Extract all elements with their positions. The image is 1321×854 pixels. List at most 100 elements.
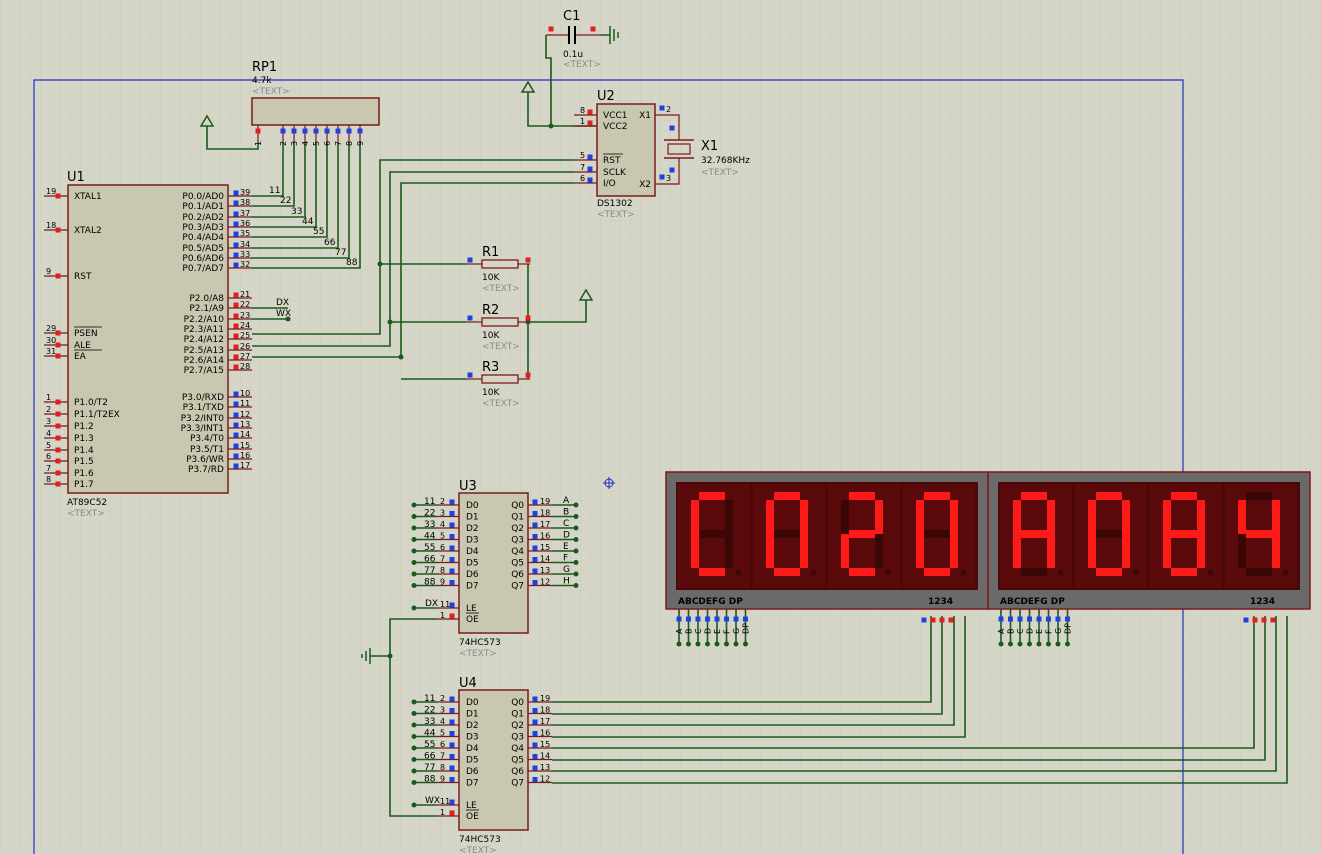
u2-ref: U2 bbox=[597, 89, 615, 104]
pin-name: D6 bbox=[466, 570, 479, 580]
c1-capacitor[interactable]: C10.1u<TEXT> bbox=[546, 9, 619, 70]
u2-ds1302[interactable]: U2DS1302<TEXT>8VCC11VCC25RST7SCLK6I/O2X1… bbox=[574, 89, 676, 220]
pin-terminal bbox=[733, 616, 739, 622]
u1-pin-name: P0.6/AD6 bbox=[182, 254, 224, 264]
decimal-point bbox=[811, 570, 816, 575]
net-label: A bbox=[563, 496, 570, 506]
net-label: 66 bbox=[424, 752, 436, 762]
pin-name: LE bbox=[466, 604, 477, 614]
pin-terminal bbox=[525, 372, 531, 378]
pin-terminal bbox=[55, 411, 61, 417]
pin-terminal bbox=[532, 708, 538, 713]
net-label: 44 bbox=[302, 217, 314, 227]
u2-pin-num: 3 bbox=[666, 174, 671, 183]
wire bbox=[252, 142, 328, 238]
junction-dot bbox=[724, 641, 729, 647]
sheet-border bbox=[33, 79, 1184, 854]
pin-terminal bbox=[233, 401, 239, 407]
u2-pin-name: X2 bbox=[639, 180, 651, 190]
net-label: 77 bbox=[424, 763, 435, 773]
segment bbox=[1021, 492, 1047, 500]
u1-body[interactable] bbox=[67, 184, 229, 494]
segment bbox=[774, 492, 800, 500]
rp1-pin-num: 8 bbox=[345, 141, 354, 146]
u2-body[interactable] bbox=[596, 103, 656, 197]
u1-pin-num: 17 bbox=[240, 461, 250, 470]
net-label: WX bbox=[425, 796, 440, 806]
pin-terminal bbox=[233, 313, 239, 319]
net-label: 11 bbox=[424, 497, 435, 507]
junction-dot bbox=[686, 641, 691, 647]
pin-name: Q6 bbox=[511, 767, 524, 777]
pin-terminal bbox=[532, 777, 538, 782]
junction-dot bbox=[1065, 641, 1070, 647]
rp1-text: <TEXT> bbox=[252, 87, 290, 97]
segment bbox=[849, 492, 875, 500]
x1-ref: X1 bbox=[701, 139, 718, 154]
pin-terminal bbox=[1027, 616, 1032, 622]
junction-dot bbox=[411, 514, 417, 519]
u1-pin-name: P3.4/T0 bbox=[190, 434, 224, 444]
rp1-body[interactable] bbox=[251, 97, 380, 126]
u1-pin-num: 8 bbox=[46, 475, 51, 484]
segment bbox=[1122, 500, 1130, 534]
pin-name: D7 bbox=[466, 582, 479, 592]
pin-terminal bbox=[548, 26, 554, 32]
u4-body[interactable] bbox=[458, 689, 529, 831]
segment bbox=[1047, 534, 1055, 568]
pin-terminal bbox=[467, 257, 473, 263]
x1-body[interactable] bbox=[667, 143, 691, 155]
junction-dot bbox=[1008, 641, 1013, 647]
segment bbox=[1238, 500, 1246, 534]
segment bbox=[875, 534, 883, 568]
u1-pin-name: RST bbox=[74, 272, 92, 282]
net-label: H bbox=[563, 577, 570, 587]
net-label: 22 bbox=[424, 706, 435, 716]
u1-at89c52[interactable]: U1AT89C52<TEXT>19XTAL118XTAL29RST29PSEN3… bbox=[44, 170, 252, 519]
pin-num: 16 bbox=[540, 532, 550, 541]
x1-lead bbox=[676, 114, 680, 140]
u2-pin-name: VCC1 bbox=[603, 111, 627, 121]
segment bbox=[774, 568, 800, 576]
junction-dot bbox=[743, 641, 748, 647]
pin-terminal bbox=[1046, 616, 1051, 622]
pin-terminal bbox=[1017, 616, 1023, 622]
segment bbox=[924, 492, 950, 500]
pin-num: 19 bbox=[540, 694, 550, 703]
junction-dot bbox=[387, 319, 393, 325]
junction-dot bbox=[387, 653, 393, 659]
segment bbox=[1096, 530, 1122, 538]
pin-terminal bbox=[55, 193, 61, 199]
u1-part: AT89C52 bbox=[67, 498, 107, 508]
pin-num: 14 bbox=[540, 555, 550, 564]
pin-terminal bbox=[449, 708, 455, 713]
u2-pin-num: 5 bbox=[580, 151, 585, 160]
pin-num: 17 bbox=[540, 717, 550, 726]
u1-pin-num: 34 bbox=[240, 240, 250, 249]
pin-num: 12 bbox=[540, 775, 550, 784]
u1-pin-name: P3.0/RXD bbox=[182, 393, 224, 403]
segment bbox=[725, 534, 733, 568]
pin-terminal bbox=[532, 731, 538, 736]
pin-terminal bbox=[532, 545, 538, 551]
pin-name: Q0 bbox=[511, 698, 524, 708]
net-label: 66 bbox=[324, 238, 336, 248]
segment bbox=[1096, 568, 1122, 576]
junction-dot bbox=[714, 641, 720, 647]
wire bbox=[552, 616, 932, 703]
power-arrow-icon bbox=[578, 288, 594, 301]
pin-terminal bbox=[233, 292, 239, 298]
display-pin-label: C bbox=[1016, 628, 1025, 634]
pin-terminal bbox=[255, 128, 261, 134]
pin-name: D1 bbox=[466, 513, 479, 523]
